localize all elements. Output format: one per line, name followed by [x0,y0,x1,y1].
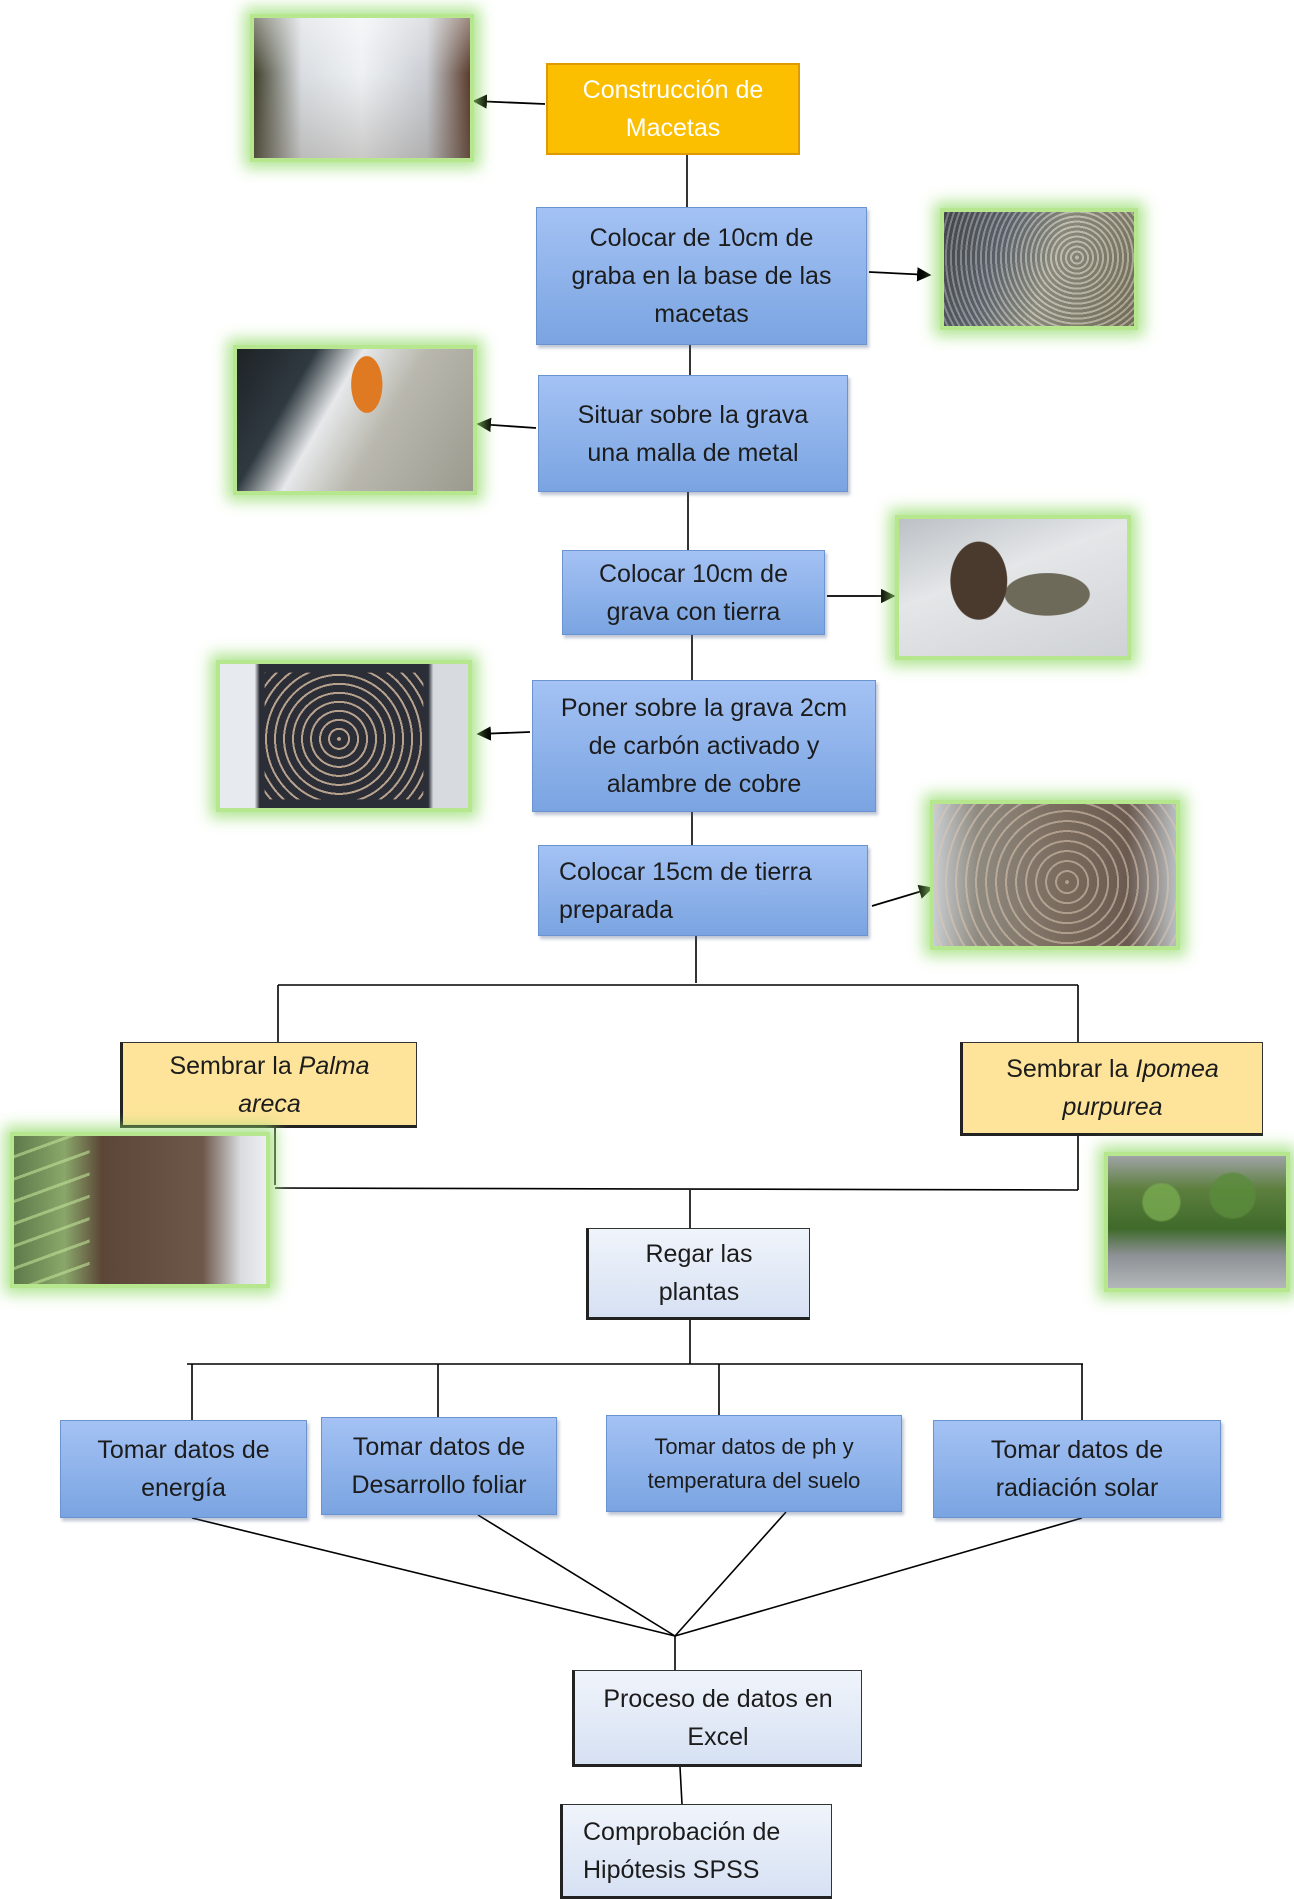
palma-areca-photo [10,1132,270,1288]
copper-wire-spiral-photo [216,660,472,812]
step-sembrar-ipomea: Sembrar la Ipomea purpurea [960,1042,1263,1136]
metal-mesh-photo [233,345,477,495]
shovel-soil-photo [895,515,1131,660]
step-sembrar-palma: Sembrar la Palma areca [120,1042,417,1128]
gravel-pouring-photo [940,208,1138,330]
ipomea-purpurea-photo [1104,1152,1290,1292]
prepared-soil-photo [930,800,1180,950]
plastic-pot-photo [250,14,474,162]
